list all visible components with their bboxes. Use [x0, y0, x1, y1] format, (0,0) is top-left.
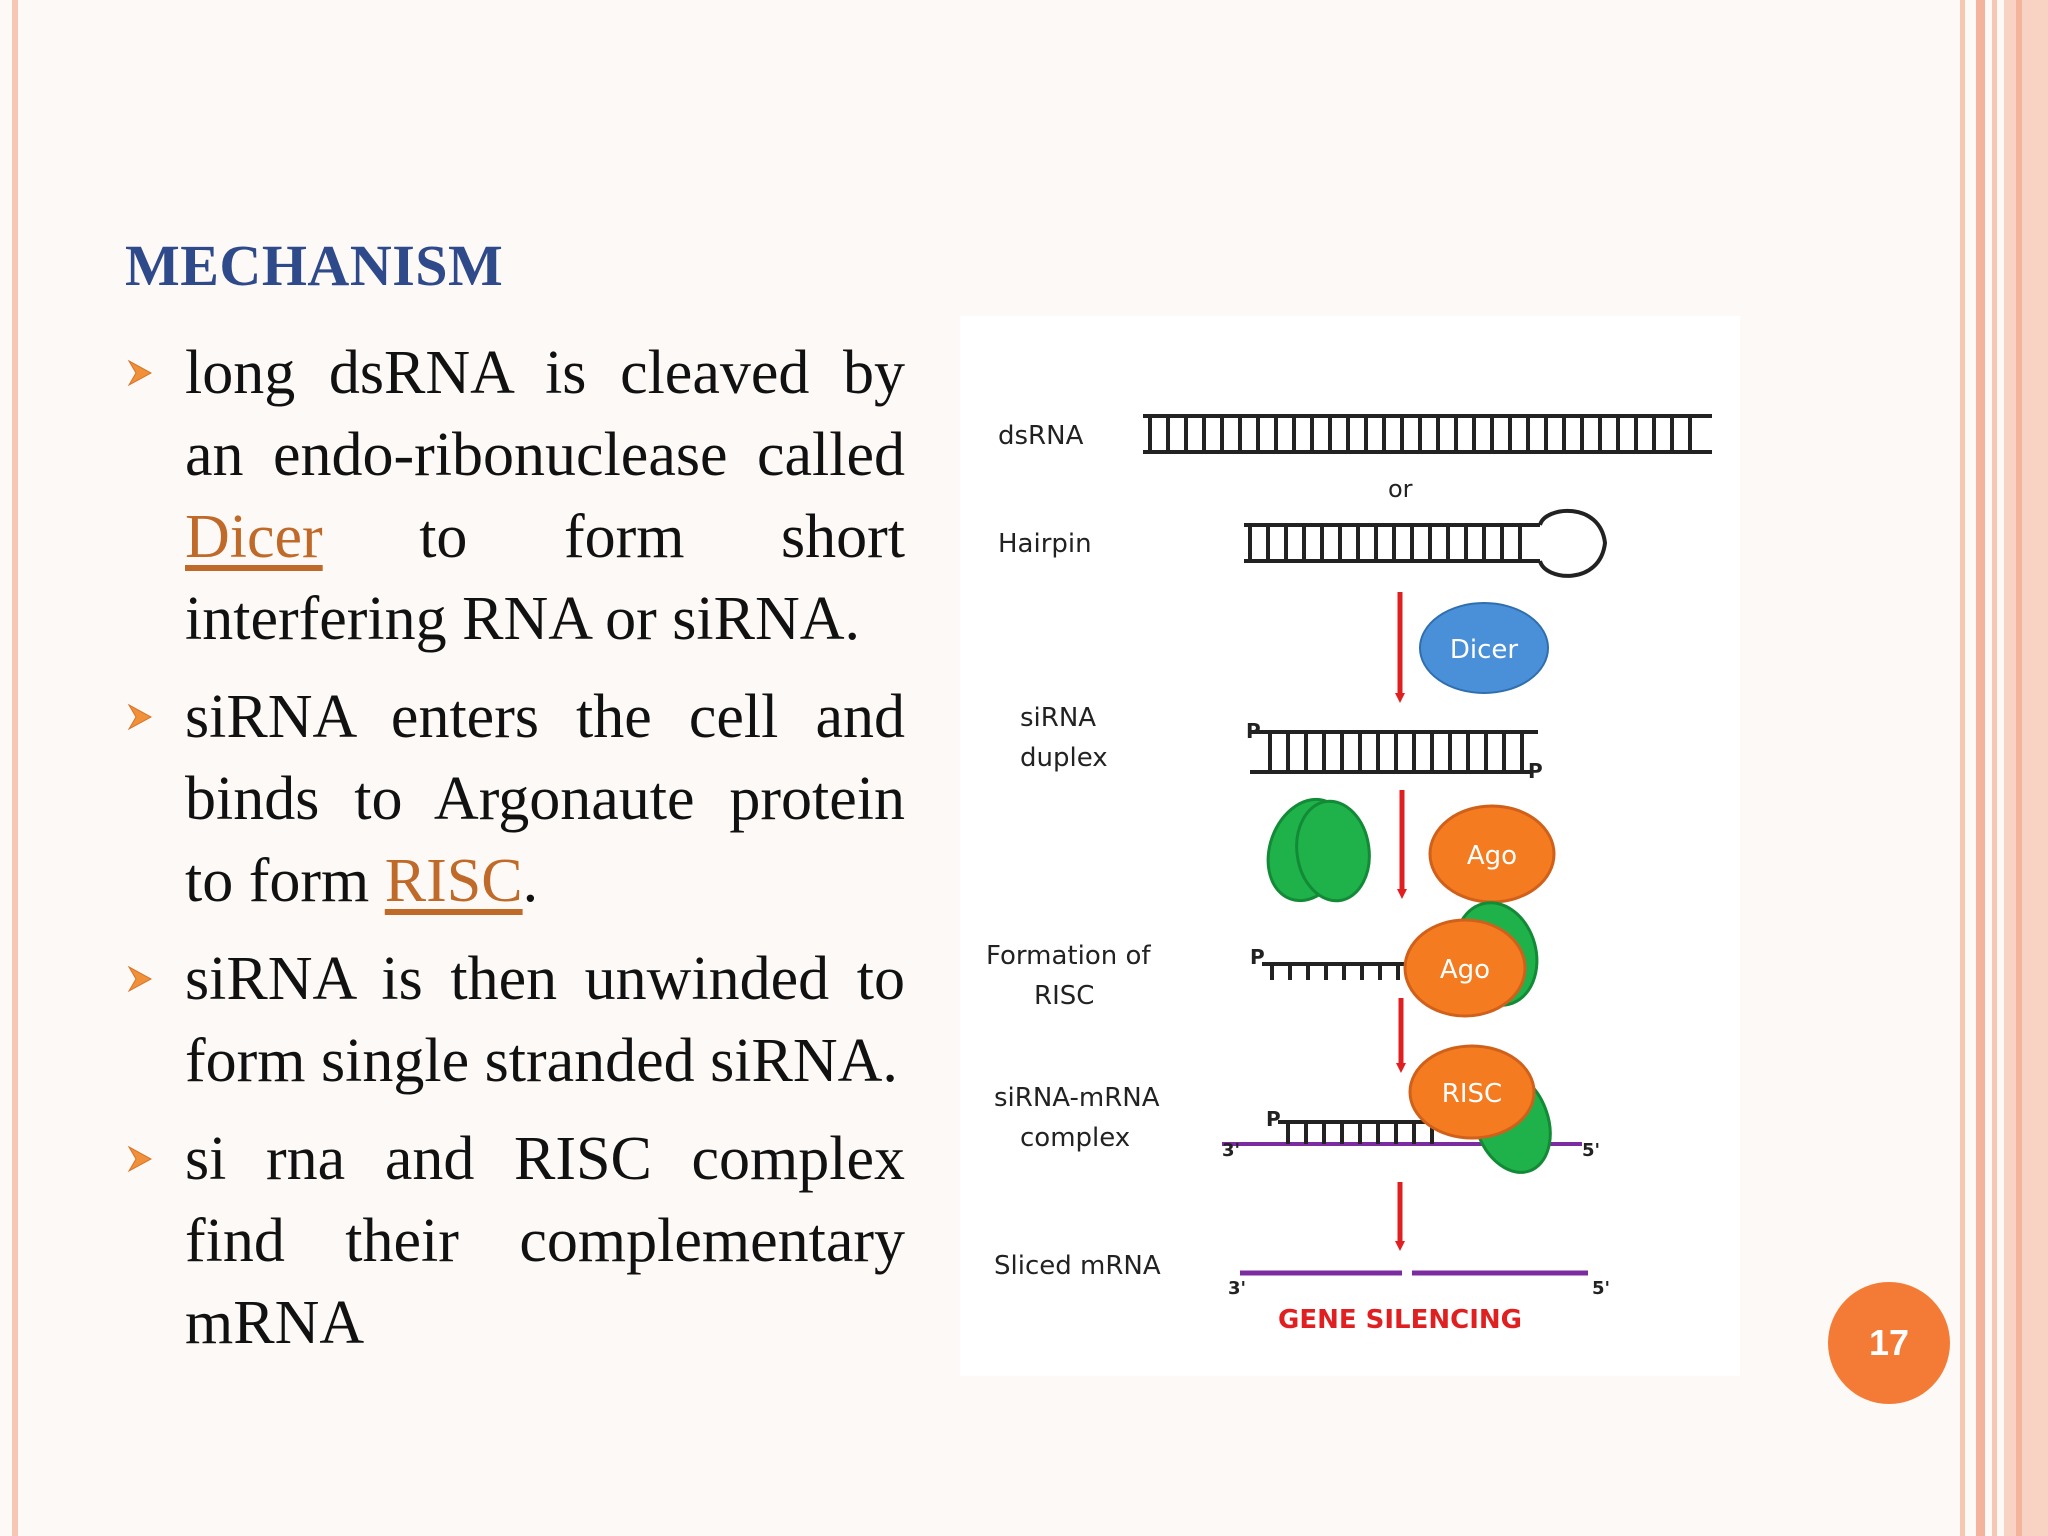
label-risc: RISC: [1034, 981, 1094, 1011]
phosphate-label: P: [1528, 759, 1543, 783]
five-prime-label: 5': [1582, 1140, 1600, 1161]
sirna-mrna-complex: [1222, 1044, 1582, 1174]
bullet-text-part: long dsRNA is cleaved by an endo-ribonuc…: [185, 339, 905, 489]
phosphate-label: P: [1250, 945, 1265, 969]
ago-label: Ago: [1440, 955, 1490, 985]
label-hairpin: Hairpin: [998, 529, 1092, 559]
bullet-arrow-icon: [127, 359, 153, 387]
label-dsrna: dsRNA: [998, 421, 1084, 451]
dicer-protein: [1419, 602, 1549, 694]
bullet-text-part: to form short interfering RNA or siRNA.: [185, 503, 905, 653]
five-prime-label: 5': [1592, 1278, 1610, 1299]
bullet-item: long dsRNA is cleaved by an endo-ribonuc…: [125, 332, 905, 660]
three-prime-label: 3': [1222, 1140, 1240, 1161]
ago-label: Ago: [1467, 841, 1517, 871]
label-complex: complex: [1020, 1123, 1130, 1153]
frame-right-stripe: [1976, 0, 1985, 1536]
frame-right-stripe: [1960, 0, 1965, 1536]
bullet-item: siRNA is then unwinded to form single st…: [125, 938, 905, 1102]
bullet-text: siRNA is then unwinded to form single st…: [185, 945, 905, 1095]
bullet-item: si rna and RISC complex find their compl…: [125, 1118, 905, 1364]
bullet-text: siRNA enters the cell and binds to Argon…: [185, 676, 905, 922]
bullet-text-part: siRNA enters the cell and binds to Argon…: [185, 683, 905, 915]
bullet-text: si rna and RISC complex find their compl…: [185, 1125, 905, 1357]
phosphate-label: P: [1266, 1107, 1281, 1131]
dicer-link[interactable]: Dicer: [185, 503, 323, 571]
bullet-arrow-icon: [127, 965, 153, 993]
risc-formation-complex: [1403, 901, 1539, 1018]
dsrna-ladder: [1143, 414, 1712, 454]
risc-link[interactable]: RISC: [384, 847, 523, 915]
rnai-diagram: dsRNA Hairpin siRNA duplex Formation of …: [960, 316, 1740, 1376]
sirna-duplex: [1250, 730, 1538, 774]
green-protein: [1266, 797, 1371, 903]
bullet-item: siRNA enters the cell and binds to Argon…: [125, 676, 905, 922]
frame-right-stripe: [2016, 0, 2022, 1536]
risc-label: RISC: [1442, 1079, 1502, 1109]
page-number-badge: 17: [1828, 1282, 1950, 1404]
label-sliced-mrna: Sliced mRNA: [994, 1251, 1161, 1281]
bullet-arrow-icon: [127, 1145, 153, 1173]
three-prime-label: 3': [1228, 1278, 1246, 1299]
frame-left-border: [12, 0, 18, 1536]
label-or: or: [1388, 475, 1413, 503]
frame-right-band: [2004, 0, 2048, 1536]
label-duplex: duplex: [1020, 743, 1108, 773]
frame-right-stripe: [1992, 0, 1997, 1536]
bullet-text: long dsRNA is cleaved by an endo-ribonuc…: [185, 332, 905, 660]
bullet-arrow-icon: [127, 703, 153, 731]
dicer-label: Dicer: [1450, 635, 1519, 665]
bullet-list: long dsRNA is cleaved by an endo-ribonuc…: [125, 332, 905, 1380]
hairpin-structure: [1244, 508, 1608, 578]
label-sirna: siRNA: [1020, 703, 1096, 733]
label-formation-of: Formation of: [986, 941, 1151, 971]
single-strand-sirna: [1262, 962, 1412, 980]
gene-silencing-label: GENE SILENCING: [1278, 1305, 1522, 1335]
label-sirna-mrna: siRNA-mRNA: [994, 1083, 1160, 1113]
bullet-text-part: .: [522, 847, 539, 915]
slide-title: MECHANISM: [125, 233, 504, 298]
